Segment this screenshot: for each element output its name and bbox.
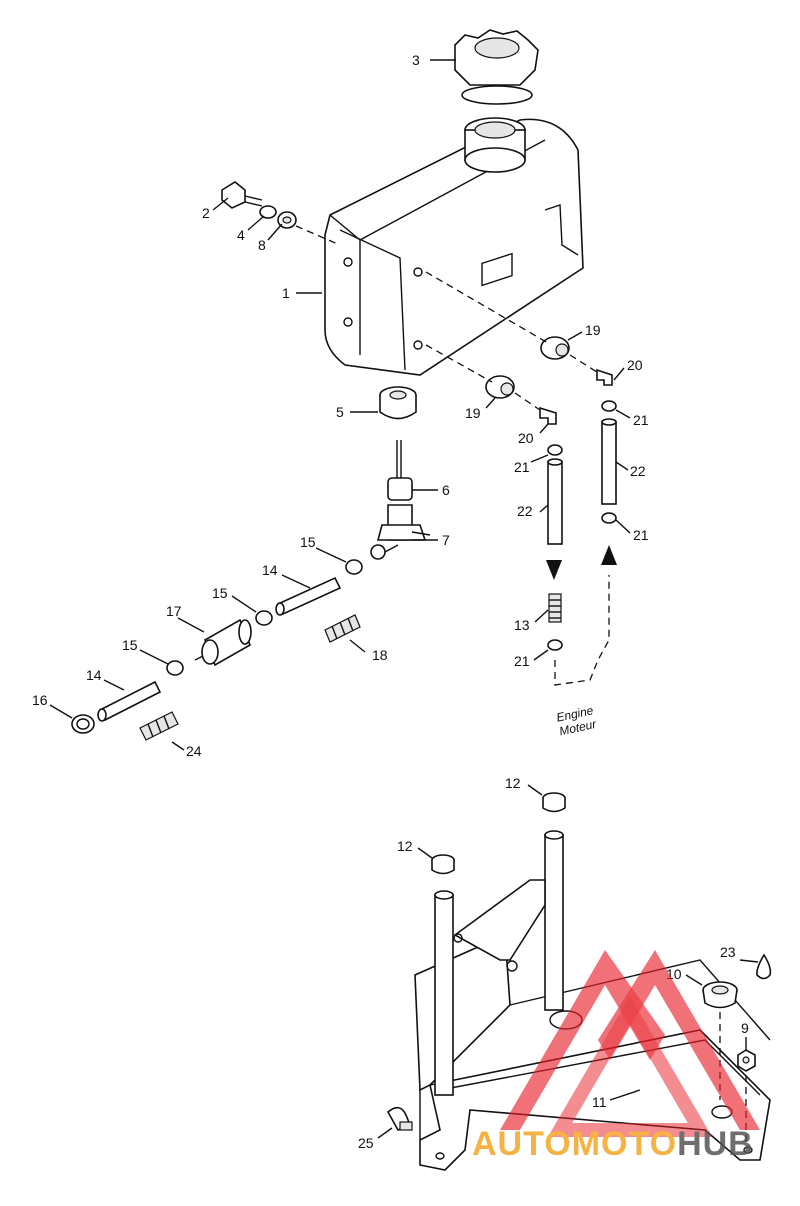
washer-part-4 [259, 205, 277, 219]
callout-21-b: 21 [633, 527, 649, 543]
callout-20-right: 20 [627, 357, 643, 373]
watermark-text: AUTOMOTOHUB [472, 1125, 754, 1163]
fuel-tank-part-1 [324, 117, 584, 376]
callout-21-a: 21 [633, 412, 649, 428]
callout-14-lower: 14 [86, 667, 102, 683]
clamp-part-21-d [547, 639, 563, 651]
watermark-triangle-inner [598, 950, 760, 1130]
watermark-triangle-outer [500, 950, 665, 1130]
callout-16: 16 [32, 692, 48, 708]
callout-25: 25 [358, 1135, 374, 1151]
clamp-part-15-middle [255, 610, 273, 626]
callout-12-right: 12 [505, 775, 521, 791]
callout-7: 7 [442, 532, 450, 548]
spring-part-18 [324, 614, 361, 643]
callout-24: 24 [186, 743, 202, 759]
bushing-part-5 [379, 386, 417, 420]
callout-20-left: 20 [518, 430, 534, 446]
mounting-frame-part-11 [414, 830, 771, 1171]
elbow-fitting-part-20-left [539, 406, 557, 425]
fuel-line-part-22-left [547, 458, 563, 545]
callout-6: 6 [442, 482, 450, 498]
clip-part-25 [386, 1106, 413, 1132]
callout-22-left: 22 [517, 503, 533, 519]
fuel-filter-part-17 [194, 618, 252, 667]
callout-17: 17 [166, 603, 182, 619]
clamp-part-21-b [601, 512, 617, 524]
clamp-part-16 [71, 714, 95, 734]
fuel-valve-part-6-7 [370, 440, 431, 560]
elbow-fitting-part-20-right [596, 368, 613, 386]
flow-arrow-up [601, 545, 617, 565]
callout-1: 1 [282, 285, 290, 301]
callout-15-middle: 15 [212, 585, 228, 601]
engine-route-line [554, 575, 610, 686]
callout-11: 11 [592, 1094, 607, 1110]
callout-labels: 3 2 4 8 1 5 6 7 19 19 20 20 21 21 22 22 … [32, 52, 749, 1151]
callout-14-upper: 14 [262, 562, 278, 578]
rubber-mount-part-19-upper [540, 336, 570, 360]
spring-part-13 [548, 593, 562, 623]
callout-2: 2 [202, 205, 210, 221]
bolt-part-2 [221, 181, 263, 209]
callout-3: 3 [412, 52, 420, 68]
callout-19-lower: 19 [465, 405, 481, 421]
fuel-line-part-22-right [601, 418, 617, 505]
callout-8: 8 [258, 237, 266, 253]
clamp-part-15-lower [166, 660, 184, 676]
callout-23: 23 [720, 944, 736, 960]
fluid-drop-icon-part-23 [756, 953, 772, 980]
callout-15-lower: 15 [122, 637, 138, 653]
callout-21-d: 21 [514, 653, 530, 669]
callout-15-upper: 15 [300, 534, 316, 550]
spring-part-24 [139, 711, 179, 741]
callout-13: 13 [514, 617, 530, 633]
rubber-mount-part-19-lower [485, 375, 515, 399]
tube-cap-part-12-right [542, 792, 566, 813]
clamp-part-21-a [601, 400, 617, 412]
callout-4: 4 [237, 227, 245, 243]
flow-arrow-down [546, 560, 562, 580]
callout-5: 5 [336, 404, 344, 420]
grommet-part-10 [702, 981, 738, 1009]
fuel-line-part-14-lower [97, 680, 162, 722]
clamp-part-15-upper [345, 559, 363, 575]
callout-22-right: 22 [630, 463, 646, 479]
leader-lines [49, 59, 759, 1139]
tube-cap-part-12-left [431, 854, 455, 875]
callout-21-c: 21 [514, 459, 530, 475]
grommet-part-8 [277, 211, 297, 229]
fuel-line-part-14-upper [275, 576, 342, 616]
callout-9: 9 [741, 1020, 749, 1036]
fuel-cap-part-3 [454, 29, 539, 105]
callout-12-left: 12 [397, 838, 413, 854]
nut-part-9 [737, 1049, 756, 1072]
callout-19-upper: 19 [585, 322, 601, 338]
watermark-logo: AUTOMOTOHUB [472, 950, 760, 1163]
clamp-part-21-c [547, 444, 563, 456]
watermark-triangle-center [547, 996, 713, 1137]
engine-label: Engine Moteur [555, 703, 598, 738]
callout-18: 18 [372, 647, 388, 663]
